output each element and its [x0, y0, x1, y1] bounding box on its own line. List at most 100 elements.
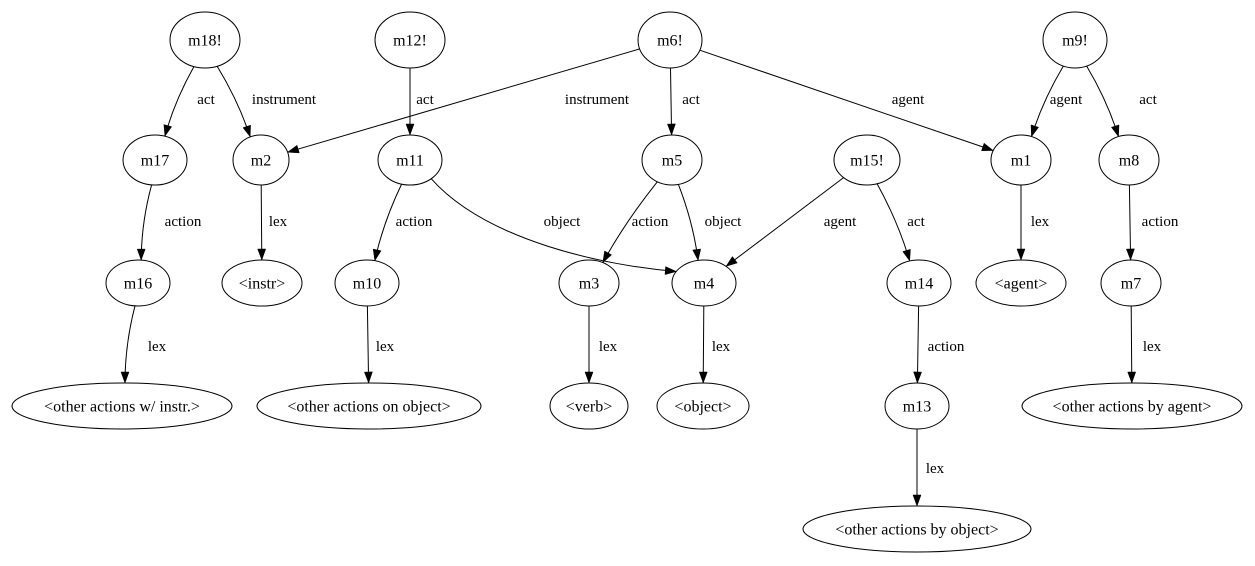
node-shape-object[interactable]	[656, 382, 750, 430]
edge-label-m5-m3: action	[632, 214, 669, 230]
node-shape-instr[interactable]	[221, 259, 303, 307]
node-shape-m10[interactable]	[334, 259, 400, 307]
node-shape-m14[interactable]	[886, 259, 952, 307]
edge-label-m11-m4: object	[544, 214, 581, 230]
node-label-m7: m7	[1121, 276, 1141, 293]
node-instr[interactable]: <instr>	[221, 259, 303, 307]
edge-label-m1-agent: lex	[1031, 214, 1050, 230]
arrowhead-m9-m1	[1030, 124, 1040, 138]
edge-label-m4-object: lex	[712, 339, 731, 355]
edge-label-m16-oawi: lex	[148, 339, 167, 355]
arrowhead-m6-m1	[981, 142, 994, 151]
node-label-m6: m6!	[657, 33, 683, 50]
node-label-object: <object>	[674, 399, 731, 416]
edge-m4-object	[702, 305, 705, 384]
node-shape-oaoo[interactable]	[256, 382, 482, 430]
edge-m16-oawi	[124, 305, 136, 384]
node-label-oabo: <other actions by object>	[835, 522, 998, 539]
arrowhead-m3-verb	[584, 371, 594, 384]
node-m11[interactable]: m11	[377, 134, 443, 186]
node-m17[interactable]: m17	[122, 134, 188, 186]
node-shape-m3[interactable]	[558, 259, 620, 307]
node-shape-m12[interactable]	[374, 11, 446, 69]
node-shape-agent[interactable]	[975, 259, 1067, 307]
node-shape-m17[interactable]	[122, 134, 188, 186]
arrowhead-m6-m5	[667, 123, 676, 136]
node-verb[interactable]: <verb>	[549, 382, 629, 430]
arrowhead-m12-m11	[405, 123, 415, 136]
node-label-m2: m2	[251, 153, 271, 170]
node-m10[interactable]: m10	[334, 259, 400, 307]
nodes-layer: m18! m12! m6! m9! m17 m2 m11 m5 m15! m1 m8 m16 <inst…	[11, 11, 1243, 553]
node-m6[interactable]: m6!	[637, 11, 703, 69]
node-shape-m7[interactable]	[1100, 259, 1162, 307]
arrowhead-m5-m4	[692, 248, 702, 262]
arrowhead-m13-oabo	[912, 494, 922, 507]
node-m14[interactable]: m14	[886, 259, 952, 307]
node-agent[interactable]: <agent>	[975, 259, 1067, 307]
arrowhead-m17-m16	[136, 248, 146, 261]
node-m3[interactable]: m3	[558, 259, 620, 307]
node-shape-verb[interactable]	[549, 382, 629, 430]
node-shape-oaba[interactable]	[1021, 382, 1243, 430]
arrowhead-m10-oaoo	[364, 371, 373, 384]
edge-m18-m2	[216, 65, 251, 138]
node-shape-m1[interactable]	[990, 134, 1052, 186]
edge-m11-m4	[430, 178, 677, 272]
node-label-m10: m10	[353, 276, 381, 293]
edge-label-m18-m2: instrument	[252, 92, 317, 108]
node-m1[interactable]: m1	[990, 134, 1052, 186]
node-m15[interactable]: m15!	[833, 134, 901, 186]
node-m8[interactable]: m8	[1098, 134, 1160, 186]
node-oabo[interactable]: <other actions by object>	[802, 505, 1032, 553]
node-shape-oawi[interactable]	[11, 382, 233, 430]
arrowhead-m15-m4	[725, 256, 738, 267]
arrowhead-m2-instr	[257, 248, 267, 261]
edge-m15-m14	[876, 183, 911, 262]
node-shape-m9[interactable]	[1042, 11, 1108, 69]
node-shape-m6[interactable]	[637, 11, 703, 69]
edge-label-m7-oaba: lex	[1143, 339, 1162, 355]
arrowhead-m1-agent	[1016, 248, 1026, 261]
edge-label-m9-m1: agent	[1050, 92, 1083, 108]
node-m18[interactable]: m18!	[169, 11, 241, 69]
node-label-m14: m14	[905, 276, 933, 293]
node-shape-m13[interactable]	[884, 382, 950, 430]
node-oaba[interactable]: <other actions by agent>	[1021, 382, 1243, 430]
arrowhead-m4-object	[698, 371, 708, 384]
node-shape-m15[interactable]	[833, 134, 901, 186]
arrowhead-m14-m13	[913, 371, 922, 384]
node-m12[interactable]: m12!	[374, 11, 446, 69]
edge-label-m15-m14: act	[907, 214, 925, 230]
node-shape-m2[interactable]	[232, 134, 290, 186]
node-oaoo[interactable]: <other actions on object>	[256, 382, 482, 430]
node-object[interactable]: <object>	[656, 382, 750, 430]
node-label-m5: m5	[662, 153, 682, 170]
node-oawi[interactable]: <other actions w/ instr.>	[11, 382, 233, 430]
node-label-oaoo: <other actions on object>	[287, 399, 450, 416]
node-shape-m16[interactable]	[105, 259, 171, 307]
node-m7[interactable]: m7	[1100, 259, 1162, 307]
edge-m14-m13	[916, 305, 920, 384]
node-m5[interactable]: m5	[641, 134, 703, 186]
node-m13[interactable]: m13	[884, 382, 950, 430]
node-shape-oabo[interactable]	[802, 505, 1032, 553]
edge-label-m14-m13: action	[928, 339, 965, 355]
node-m4[interactable]: m4	[671, 259, 737, 307]
edge-label-m3-verb: lex	[599, 339, 618, 355]
node-shape-m18[interactable]	[169, 11, 241, 69]
node-label-m17: m17	[141, 153, 169, 170]
node-shape-m11[interactable]	[377, 134, 443, 186]
node-label-agent: <agent>	[995, 276, 1048, 293]
arrowhead-m8-m7	[1126, 248, 1135, 261]
node-shape-m4[interactable]	[671, 259, 737, 307]
arrowhead-m9-m8	[1110, 124, 1120, 138]
node-shape-m8[interactable]	[1098, 134, 1160, 186]
node-label-m9: m9!	[1062, 33, 1088, 50]
node-shape-m5[interactable]	[641, 134, 703, 186]
node-m16[interactable]: m16	[105, 259, 171, 307]
node-m2[interactable]: m2	[232, 134, 290, 186]
node-m9[interactable]: m9!	[1042, 11, 1108, 69]
